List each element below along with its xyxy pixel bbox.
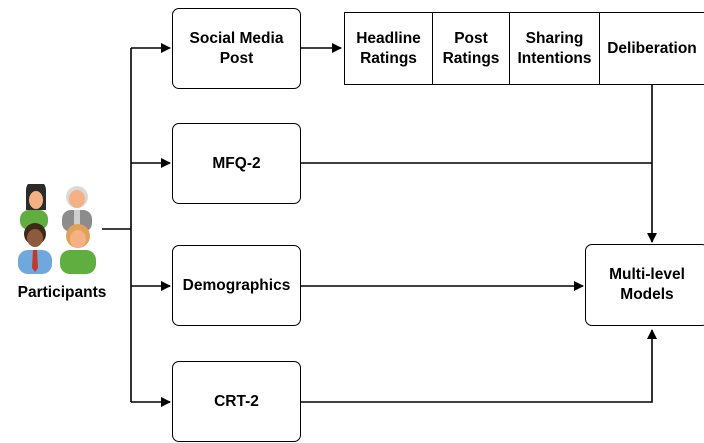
multi-level-models-box: Multi-level Models: [585, 244, 704, 326]
person-woman-blonde-icon: [60, 224, 96, 274]
social-media-post-box: Social Media Post: [172, 8, 301, 89]
participants-label: Participants: [17, 284, 107, 301]
mfq2-box: MFQ-2: [172, 123, 301, 204]
arrow-crt2-to-models: [301, 329, 657, 403]
measure-cell: Deliberation: [607, 39, 697, 57]
person-man-tie-icon: [18, 223, 52, 274]
measure-cell: Sharing Intentions: [510, 13, 600, 84]
measures-table: Headline Ratings Post Ratings Sharing In…: [344, 12, 704, 85]
measure-cell: Headline Ratings: [345, 13, 433, 84]
measure-cell: Post Ratings: [433, 13, 510, 84]
crt2-box: CRT-2: [172, 361, 301, 442]
participants-icon: [18, 184, 96, 274]
demographics-box: Demographics: [172, 245, 301, 326]
